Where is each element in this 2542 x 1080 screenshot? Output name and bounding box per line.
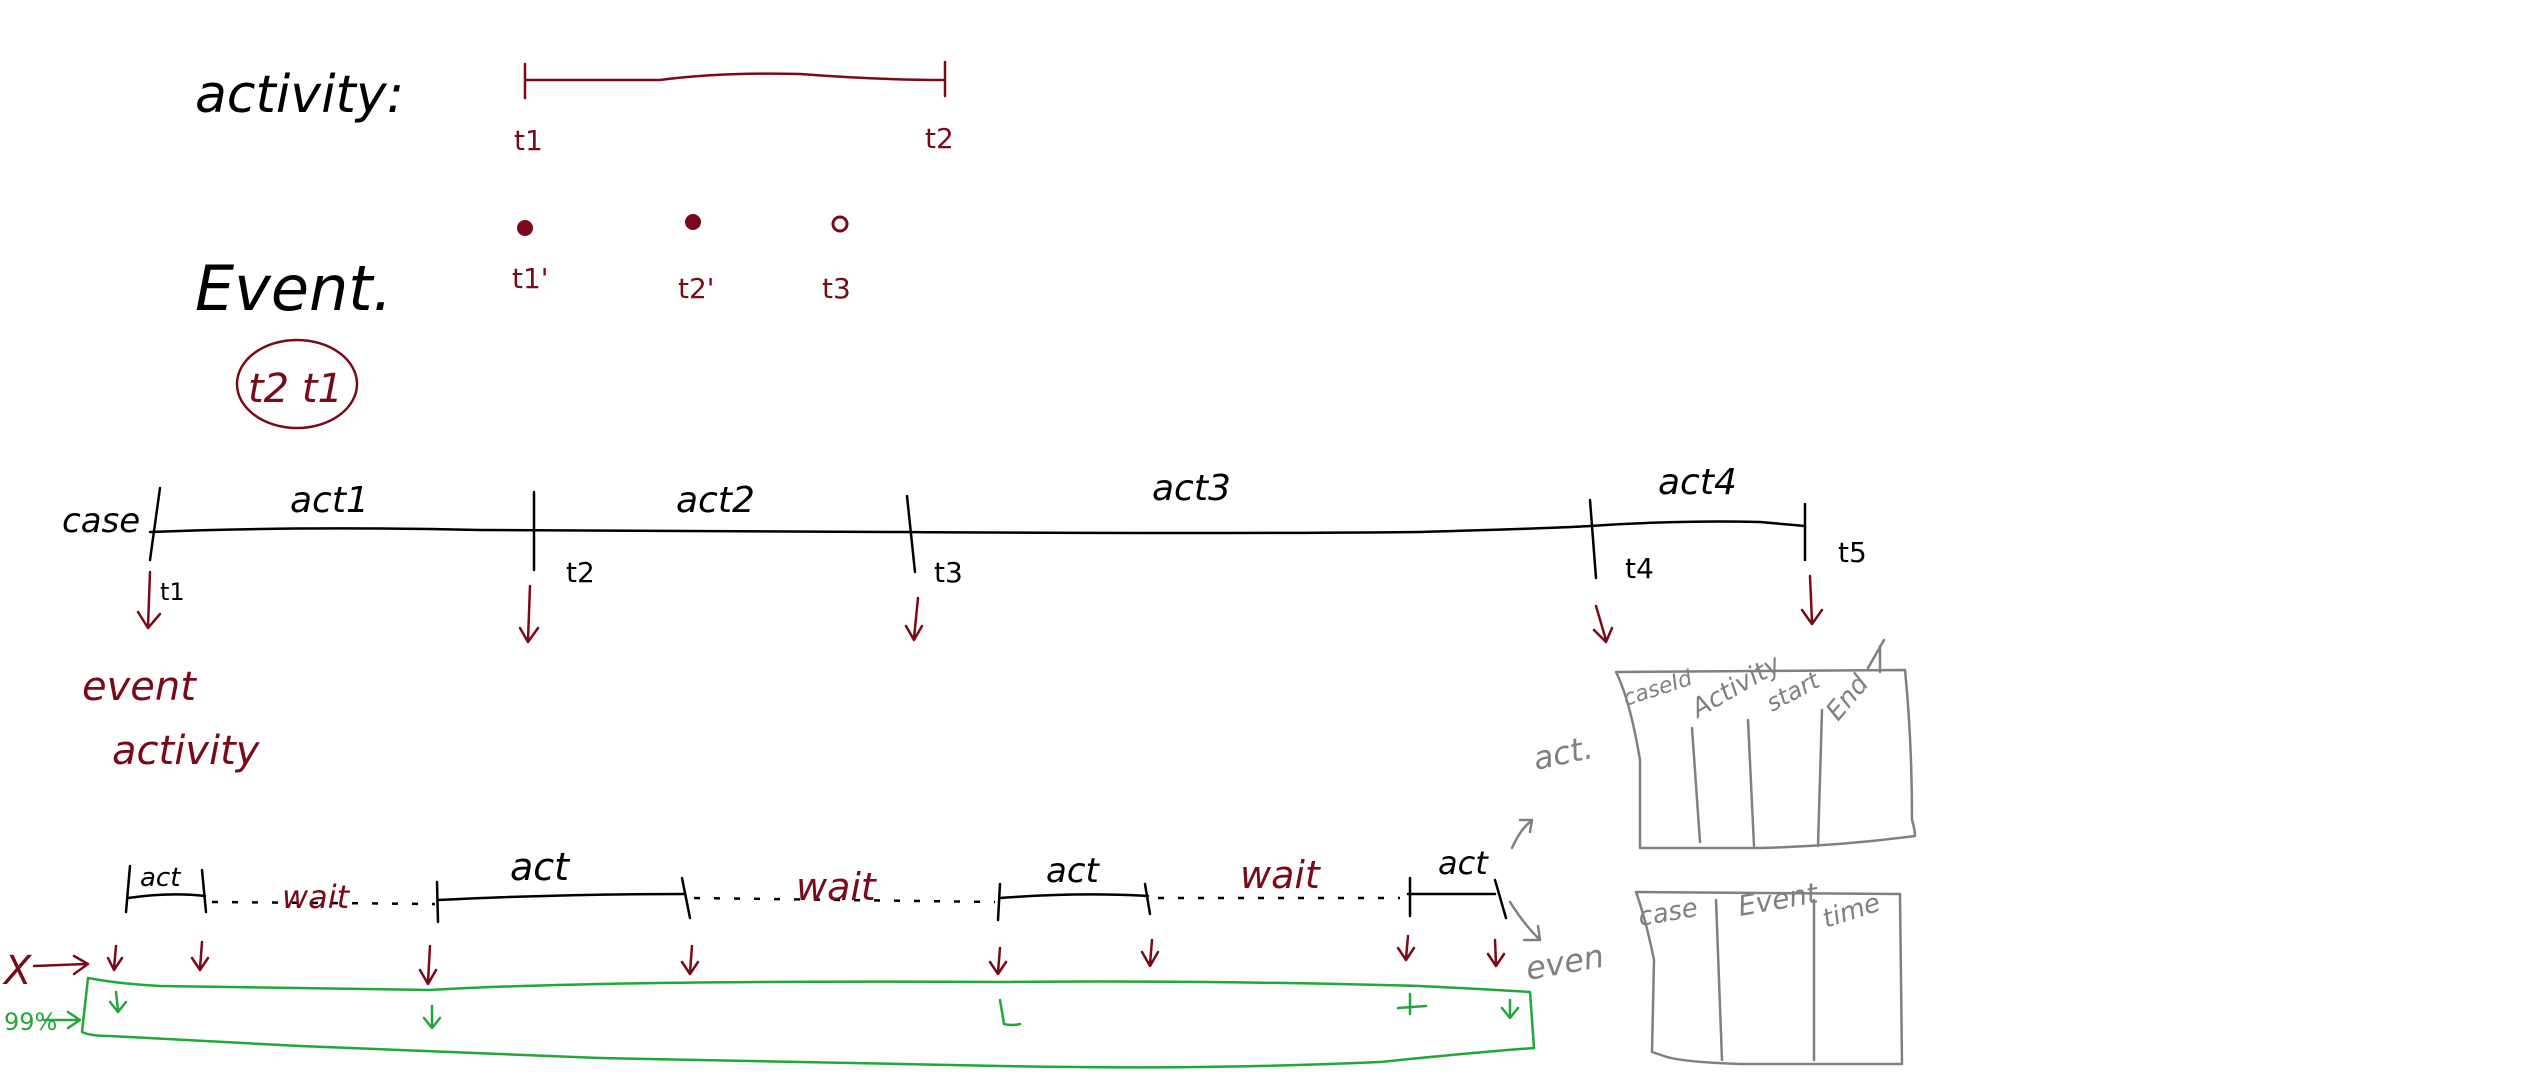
lower-arrow-4 xyxy=(680,944,700,976)
lower-arrow-3 xyxy=(418,944,438,986)
lower-act-label-1: act xyxy=(140,863,181,893)
band-arrow xyxy=(42,1010,82,1030)
activity-table-col-1 xyxy=(1690,726,1702,844)
activity-table: caseId Activity start End act. xyxy=(1510,638,1917,850)
activity-table-arrow xyxy=(1510,818,1534,850)
red-note-line-1: event xyxy=(82,664,197,710)
band-label: 99% xyxy=(4,1008,57,1036)
case-timeline-line xyxy=(148,520,1807,535)
event-legend-label: Event. xyxy=(195,252,392,325)
event-table-frame xyxy=(1634,890,1904,1066)
lower-arrow-5 xyxy=(988,946,1008,976)
red-note-line-2: activity xyxy=(112,728,261,774)
event-point-1-time: t1' xyxy=(512,262,549,295)
lower-act-tick-2b xyxy=(680,876,692,920)
activity-legend-span xyxy=(523,72,947,82)
lower-arrow-8 xyxy=(1486,938,1506,968)
lower-arrow-2 xyxy=(190,940,210,972)
event-point-2-time: t2' xyxy=(678,272,715,305)
circled-note: t2 t1 xyxy=(235,338,359,430)
event-arrow-t2 xyxy=(518,584,540,644)
activity-label-3: act3 xyxy=(1152,468,1231,509)
lower-act-label-3: act xyxy=(1046,851,1101,891)
time-label-t1: t1 xyxy=(160,578,185,606)
band-tick-5 xyxy=(1500,998,1520,1020)
event-arrow-t4 xyxy=(1592,604,1614,644)
lower-act-segment-2 xyxy=(436,892,687,902)
tick-t3 xyxy=(905,494,917,574)
lower-act-tick-4b xyxy=(1493,878,1508,920)
event-table-side-label: even xyxy=(1523,937,1607,988)
event-arrow-t5 xyxy=(1800,574,1824,626)
event-point-2 xyxy=(685,214,701,230)
activity-table-col-3 xyxy=(1816,708,1824,848)
activity-table-header-4: End xyxy=(1820,669,1875,727)
activity-legend: activity: t1 t2 xyxy=(195,60,954,157)
activity-legend-start-time: t1 xyxy=(514,124,543,157)
green-band: 99% xyxy=(4,976,1536,1069)
circled-note-text: t2 t1 xyxy=(248,366,343,412)
lower-arrow-1 xyxy=(106,944,124,972)
lower-act-segment-3 xyxy=(998,893,1150,900)
activity-label-2: act2 xyxy=(676,480,755,521)
tick-t1 xyxy=(148,486,162,562)
band-tick-2 xyxy=(422,1004,442,1030)
event-table-col-1 xyxy=(1714,898,1724,1062)
event-point-3 xyxy=(831,215,849,233)
activity-table-col-2 xyxy=(1746,718,1756,848)
event-point-3-time: t3 xyxy=(822,272,851,305)
activity-label-4: act4 xyxy=(1658,462,1737,503)
lower-act-label-2: act xyxy=(510,845,571,889)
lower-arrow-7 xyxy=(1396,934,1416,962)
event-arrow-t1 xyxy=(136,570,162,630)
activity-table-corner-mark xyxy=(1866,638,1886,674)
lower-wait-segment-1 xyxy=(211,900,436,906)
lower-act-tick-1a xyxy=(124,864,132,914)
lower-wait-label-1: wait xyxy=(282,878,351,916)
band-tick-1 xyxy=(108,990,128,1014)
green-band-outline xyxy=(80,976,1536,1069)
event-arrow-t3 xyxy=(904,596,924,642)
event-table-header-3: time xyxy=(1819,888,1884,935)
lower-act-tick-3a xyxy=(996,882,1002,922)
lower-act-tick-2a xyxy=(435,880,440,924)
time-label-t2: t2 xyxy=(566,556,595,589)
time-label-t3: t3 xyxy=(934,556,963,589)
lower-arrow-6 xyxy=(1140,938,1160,968)
circled-note-ring xyxy=(235,338,359,430)
activity-legend-end-time: t2 xyxy=(925,122,954,155)
event-table: case Event time even xyxy=(1508,876,1904,1066)
event-legend: Event. t1' t2' t3 xyxy=(195,214,851,325)
activity-table-side-label: act. xyxy=(1530,728,1597,778)
activity-table-frame xyxy=(1614,668,1917,850)
event-table-arrow xyxy=(1508,900,1542,942)
activity-legend-label: activity: xyxy=(195,65,404,125)
time-label-t5: t5 xyxy=(1838,536,1867,569)
time-label-t4: t4 xyxy=(1625,552,1654,585)
tick-t4 xyxy=(1588,498,1598,580)
case-label: case xyxy=(62,501,140,541)
lower-act-label-4: act xyxy=(1438,844,1489,882)
activity-label-1: act1 xyxy=(290,480,369,521)
lower-act-tick-1b xyxy=(200,868,208,914)
event-table-header-2: Event xyxy=(1735,876,1821,923)
band-tick-3 xyxy=(998,998,1022,1027)
lower-act-segment-1 xyxy=(126,893,207,900)
lower-wait-label-3: wait xyxy=(1240,853,1322,897)
band-tick-4 xyxy=(1396,992,1428,1016)
event-table-header-1: case xyxy=(1636,893,1700,933)
lower-timeline: act wait act wait act wait act xyxy=(2,844,1508,994)
event-point-1 xyxy=(517,220,533,236)
x-arrow xyxy=(32,954,90,976)
lower-wait-label-2: wait xyxy=(796,865,878,909)
case-timeline: case act1 act2 act3 act4 t1 t2 t3 t4 t5 … xyxy=(62,462,1867,774)
lower-act-tick-3b xyxy=(1143,882,1152,916)
x-label: X xyxy=(2,948,33,994)
